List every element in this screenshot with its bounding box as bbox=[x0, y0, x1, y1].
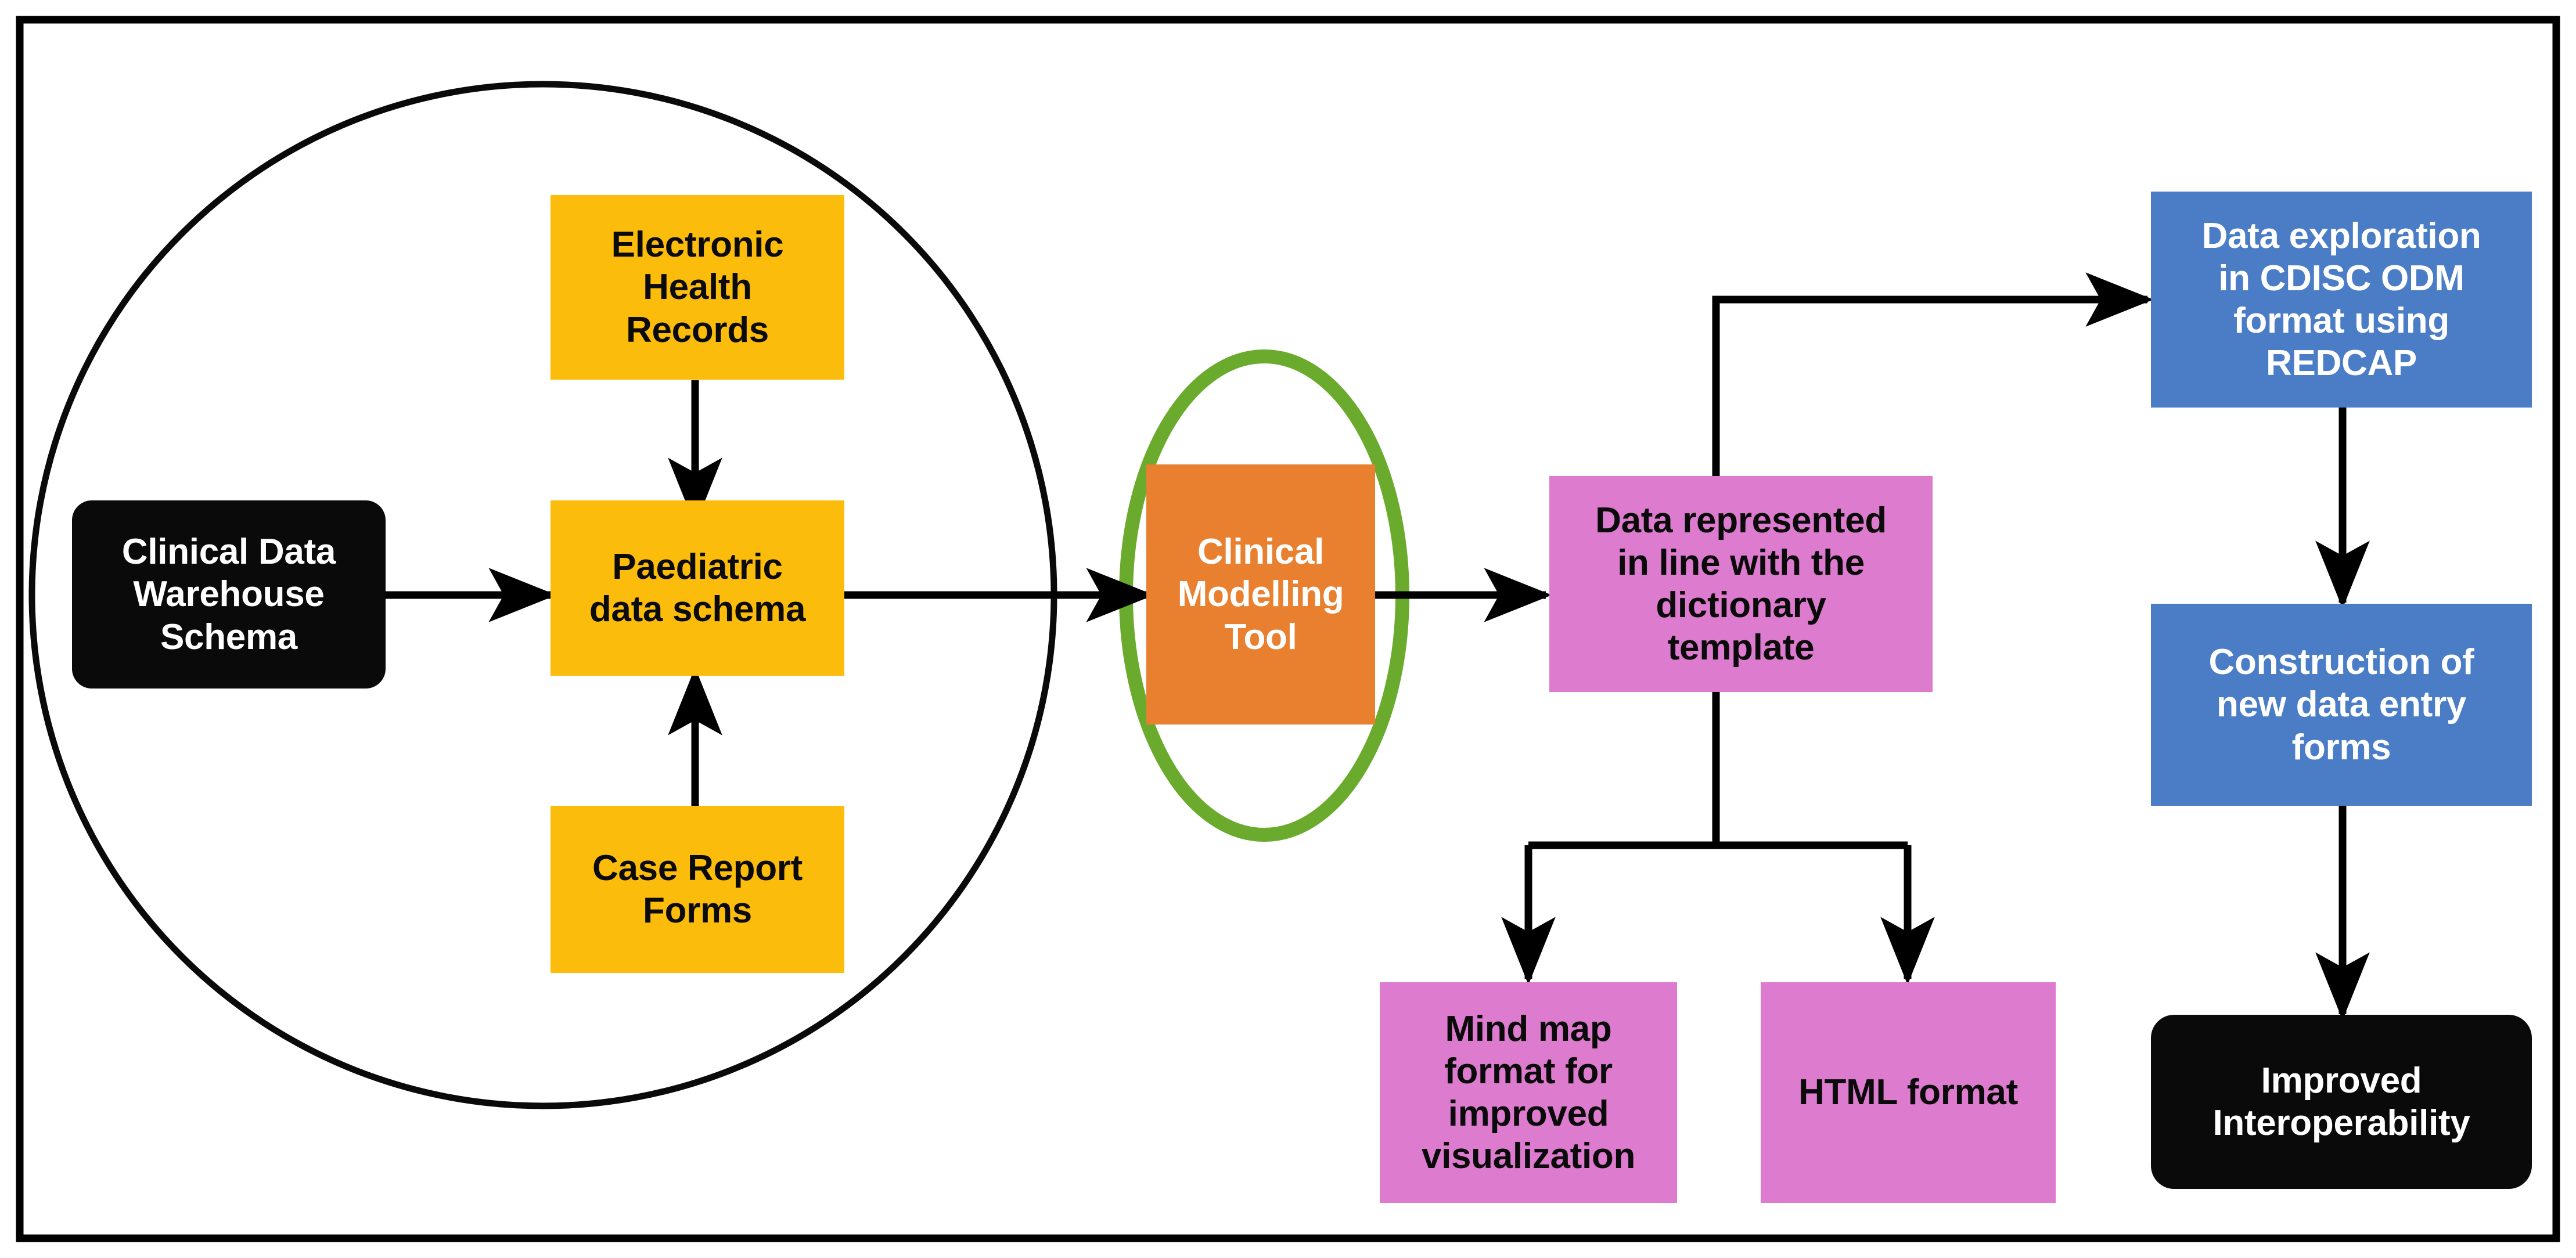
node-html-format[interactable]: HTML format bbox=[1761, 982, 2056, 1203]
figure-border bbox=[16, 16, 2560, 1242]
node-data-exploration-cdisc-odm-redcap[interactable]: Data exploration in CDISC ODM format usi… bbox=[2151, 192, 2532, 408]
node-case-report-forms[interactable]: Case Report Forms bbox=[551, 806, 844, 973]
node-clinical-modelling-tool[interactable]: Clinical Modelling Tool bbox=[1146, 464, 1375, 724]
node-data-represented-dictionary-template[interactable]: Data represented in line with the dictio… bbox=[1549, 476, 1933, 692]
node-improved-interoperability[interactable]: Improved Interoperability bbox=[2151, 1015, 2532, 1189]
node-clinical-data-warehouse-schema[interactable]: Clinical Data Warehouse Schema bbox=[72, 500, 386, 689]
node-mind-map-format[interactable]: Mind map format for improved visualizati… bbox=[1380, 982, 1677, 1203]
node-paediatric-data-schema[interactable]: Paediatric data schema bbox=[551, 500, 844, 676]
node-electronic-health-records[interactable]: Electronic Health Records bbox=[551, 195, 844, 380]
node-construction-new-data-entry-forms[interactable]: Construction of new data entry forms bbox=[2151, 604, 2532, 806]
edge-dictionary-to-exploration bbox=[1712, 272, 2154, 477]
